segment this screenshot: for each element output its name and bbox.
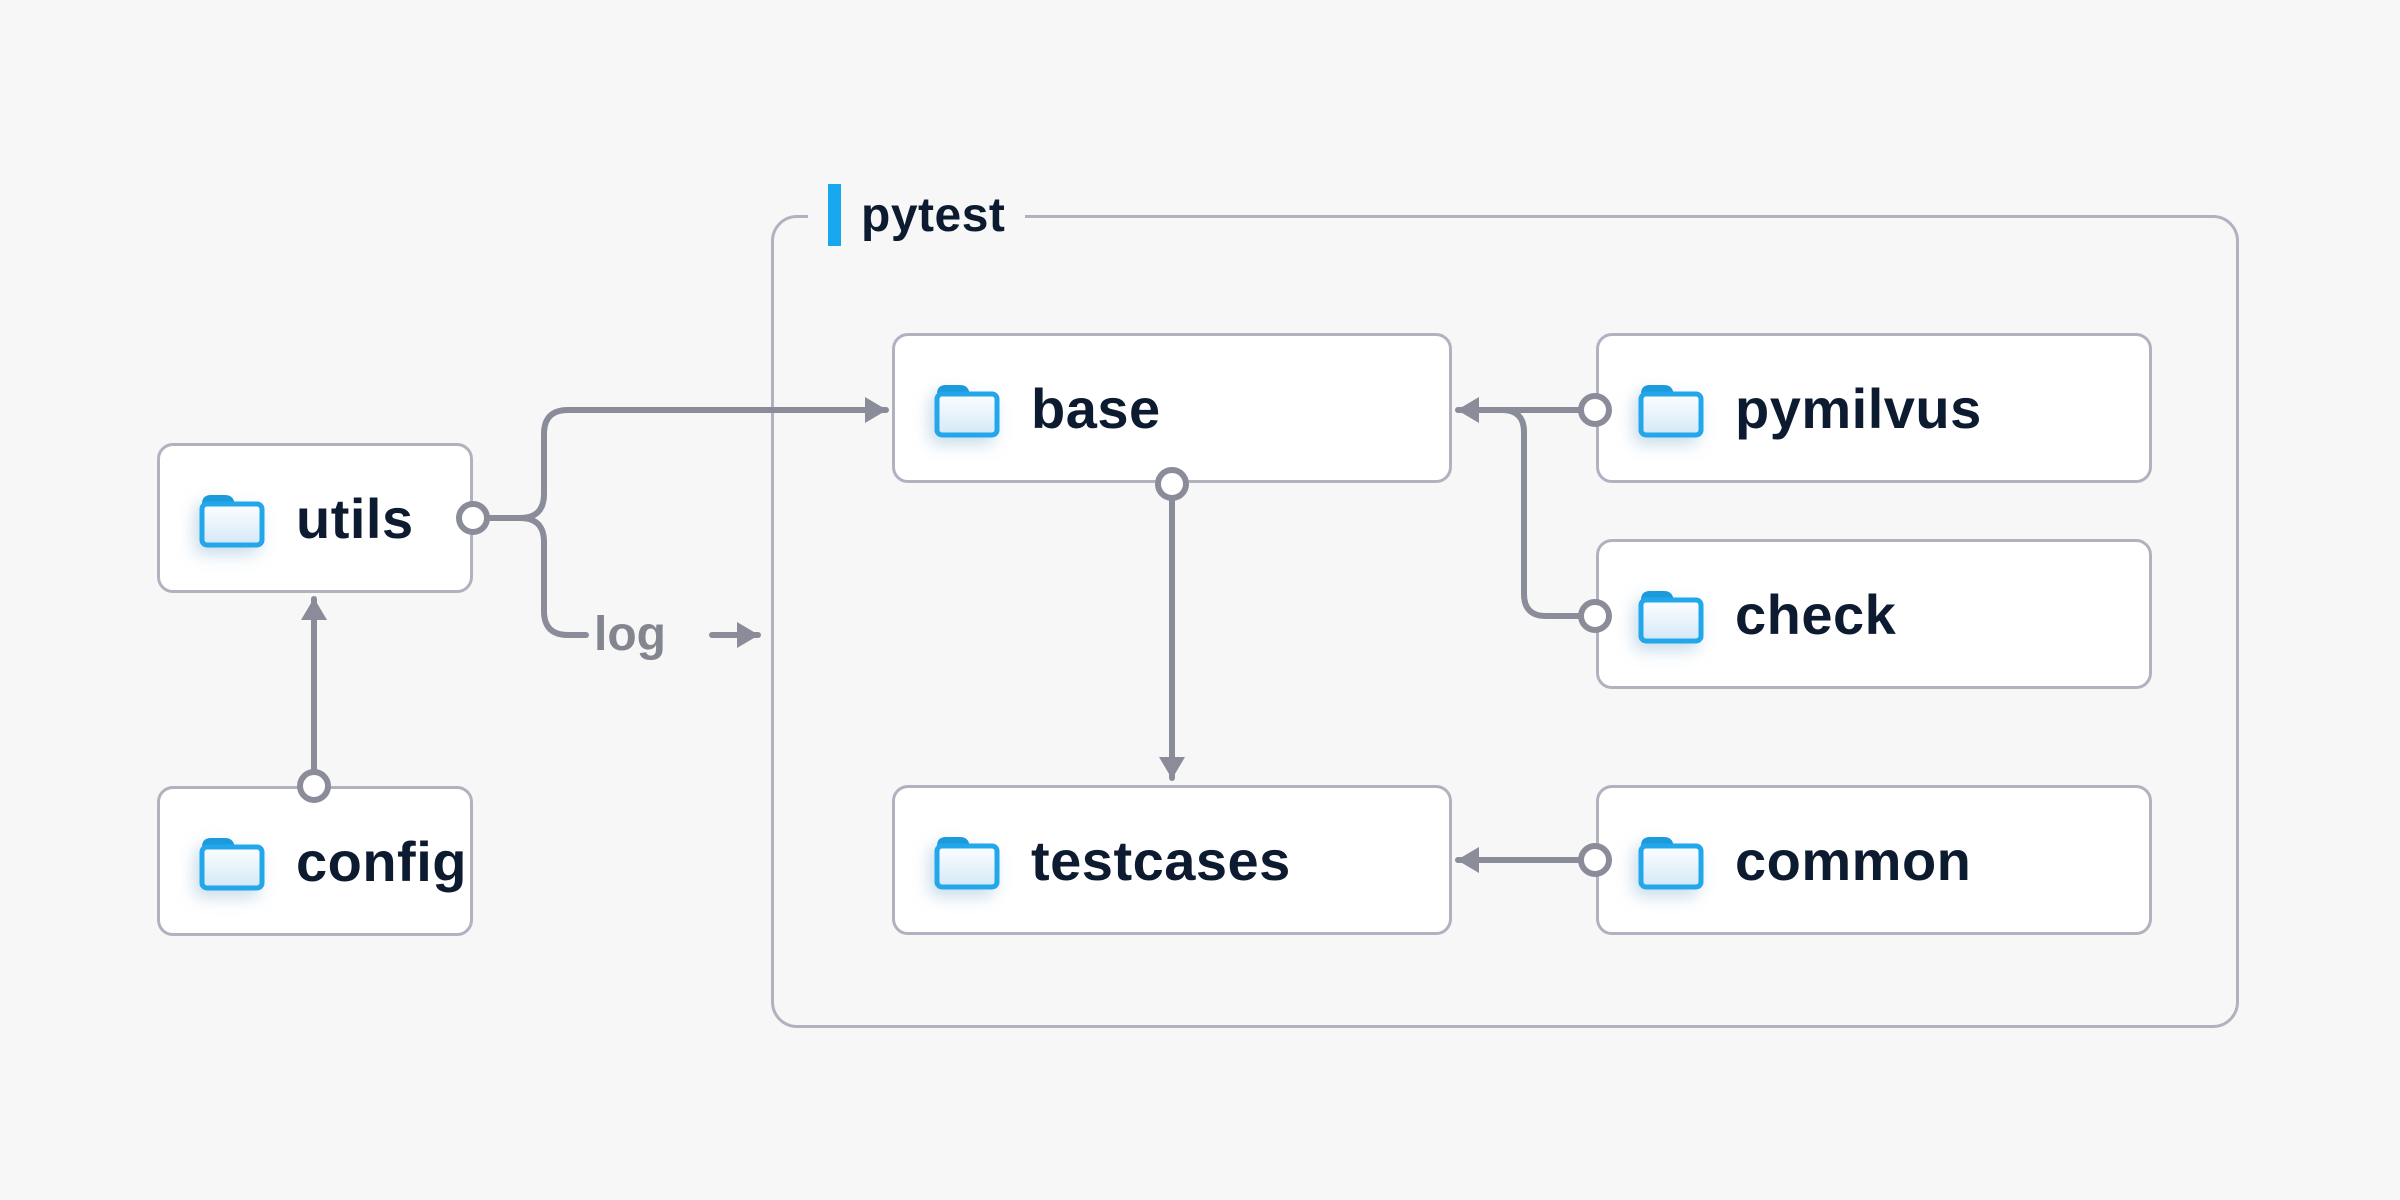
- node-common-label: common: [1735, 828, 1972, 892]
- edge-utils-to-log: [517, 515, 589, 638]
- folder-icon: [1638, 591, 1704, 644]
- node-check-label: check: [1735, 582, 1897, 646]
- node-pymilvus-label: pymilvus: [1735, 376, 1982, 440]
- log-edge-label: log: [594, 608, 666, 661]
- folder-icon: [934, 837, 1000, 890]
- node-check: check: [1596, 539, 2152, 689]
- folder-icon: [1638, 385, 1704, 438]
- folder-icon: [199, 495, 265, 548]
- node-utils: utils: [157, 443, 473, 593]
- node-config-label: config: [296, 829, 467, 893]
- folder-icon: [1638, 837, 1704, 890]
- node-utils-label: utils: [296, 486, 414, 550]
- node-base: base: [892, 333, 1452, 483]
- node-testcases: testcases: [892, 785, 1452, 935]
- node-common: common: [1596, 785, 2152, 935]
- node-testcases-label: testcases: [1031, 828, 1291, 892]
- pytest-group-label: pytest: [808, 182, 1026, 248]
- node-base-label: base: [1031, 376, 1161, 440]
- folder-icon: [934, 385, 1000, 438]
- folder-icon: [199, 838, 265, 891]
- pytest-group-title: pytest: [861, 188, 1006, 242]
- node-pymilvus: pymilvus: [1596, 333, 2152, 483]
- pytest-group-border: [771, 215, 2239, 1028]
- node-config: config: [157, 786, 473, 936]
- accent-bar-icon: [828, 184, 841, 246]
